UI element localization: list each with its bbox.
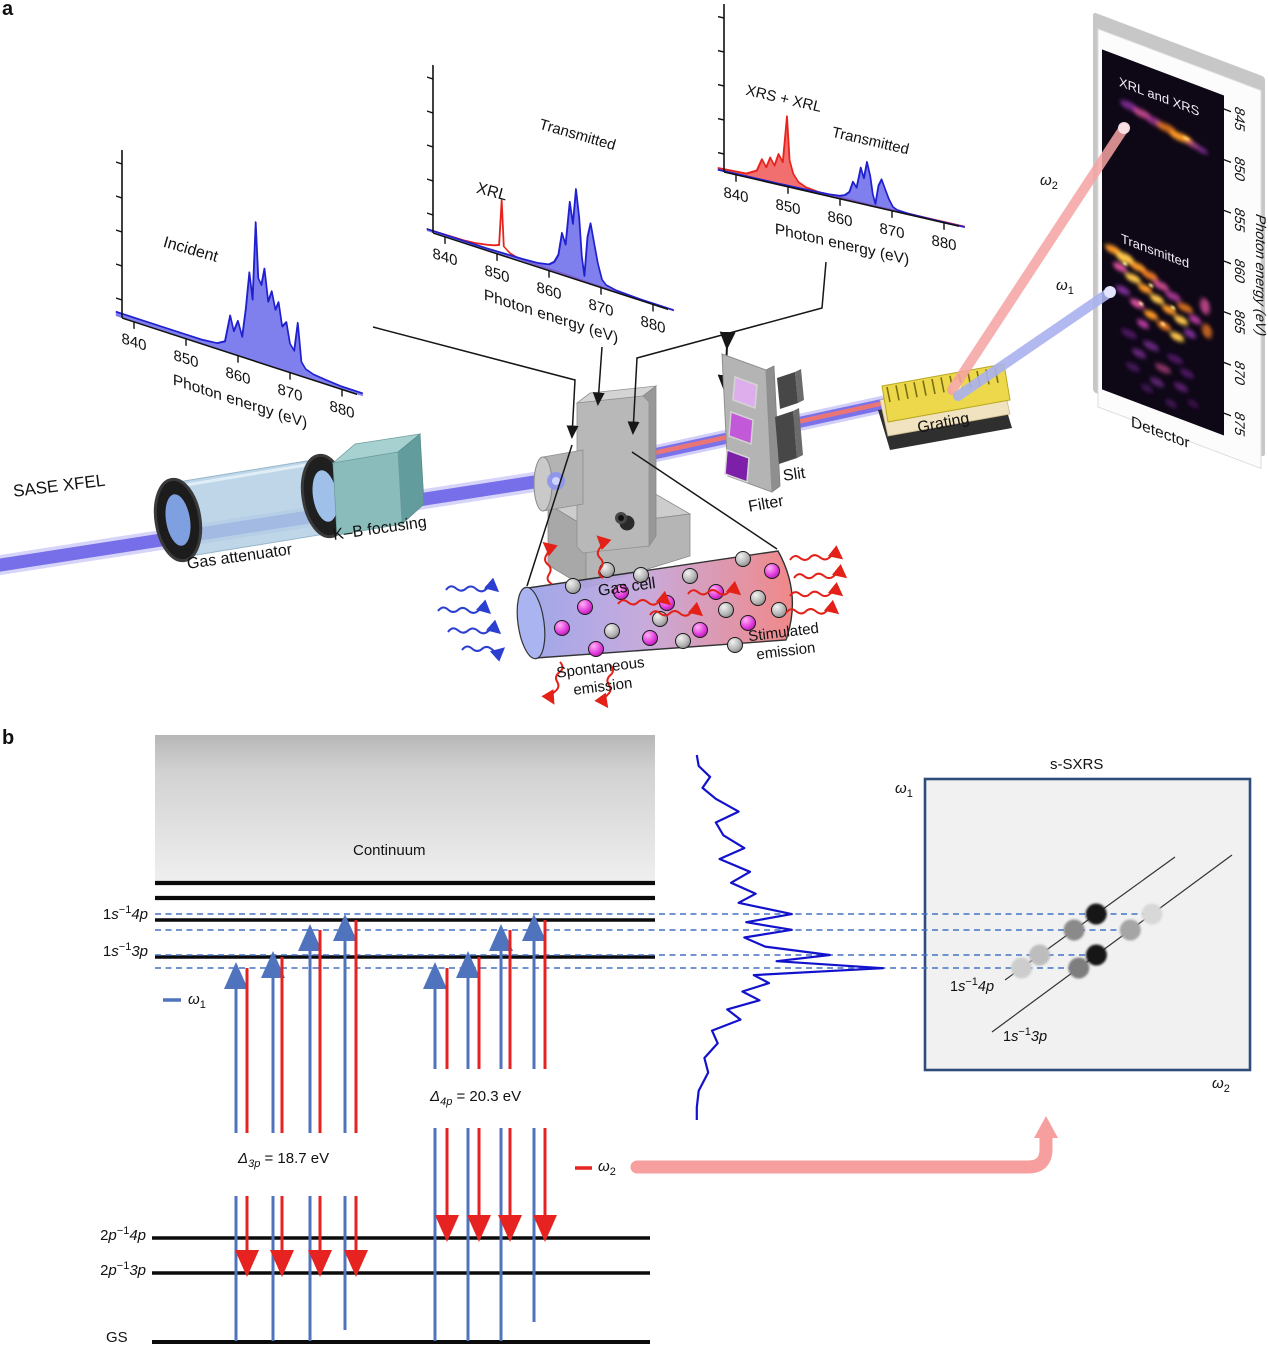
panel-a-label: a (2, 0, 14, 20)
raman-arrows-3p (224, 914, 368, 1341)
raman-arrows-4p (423, 914, 557, 1341)
energy-diagram (152, 735, 1252, 1344)
tick-870: 870 (277, 381, 302, 406)
detector-tick: 855 (1231, 205, 1246, 234)
tick-880: 880 (329, 398, 354, 423)
tick-850: 850 (775, 196, 800, 219)
inset-xrl-transmitted: 840 850 860 870 880 Photon energy (eV) (426, 64, 674, 347)
level-gs-label: GS (106, 1329, 128, 1346)
detector-tick: 850 (1231, 154, 1246, 183)
detector-energy-axis: 845 850 855 860 865 870 875 Photon energ… (1224, 104, 1268, 438)
pink-flow-arrow (630, 1116, 1058, 1174)
tick-870: 870 (879, 220, 904, 243)
tick-870: 870 (588, 296, 613, 321)
slit-blades (775, 369, 804, 464)
sxrs-peak-dots (1011, 903, 1163, 979)
detector-tick: 865 (1231, 307, 1246, 336)
connector-xrs-inset (627, 261, 827, 435)
callout-lines (372, 261, 827, 587)
omega1-beam-label: ω1 (1056, 277, 1074, 297)
delta-3p-label: Δ3p = 18.7 eV (238, 1150, 330, 1170)
tick-860: 860 (536, 279, 561, 304)
delta-4p-label: Δ4p = 20.3 eV (430, 1088, 522, 1108)
panel-b-label: b (2, 727, 15, 749)
legend-omega1-label: ω1 (188, 991, 206, 1011)
tick-840: 840 (432, 245, 457, 270)
tick-850: 850 (173, 347, 198, 372)
tick-860: 860 (827, 208, 852, 231)
filter-window-3 (724, 448, 750, 484)
gas-cell-device (533, 385, 692, 589)
connector-xrl-inset (592, 346, 605, 406)
filter-plate (717, 331, 781, 493)
tick-840: 840 (121, 330, 146, 355)
tick-850: 850 (484, 262, 509, 287)
slit-label: Slit (782, 464, 807, 485)
connector-incident-inset (372, 326, 579, 439)
gas-atoms (554, 551, 787, 657)
detector-tick: 870 (1231, 358, 1246, 387)
detector-heatmap (1105, 100, 1212, 409)
tick-880: 880 (931, 232, 956, 255)
omega2-beam (947, 123, 1129, 395)
dispersed-beams (947, 122, 1130, 401)
detector-panel: 845 850 855 860 865 870 875 Photon energ… (1093, 12, 1268, 470)
legend-omega2-label: ω2 (598, 1158, 616, 1178)
filter-window-1 (732, 375, 758, 410)
sxrs-line-4p-label: 1s−14p (950, 976, 995, 995)
filter-window-2 (728, 410, 754, 446)
sxrs-title: s-SXRS (1050, 756, 1104, 773)
kb-focusing-optic (331, 433, 425, 536)
tick-860: 860 (225, 364, 250, 389)
sase-spectrum-vertical (695, 754, 885, 1120)
sxrs-line-3p-label: 1s−13p (1003, 1026, 1048, 1045)
sxrs-box (923, 777, 1252, 1072)
continuum-band (155, 735, 655, 882)
continuum-label: Continuum (353, 842, 426, 859)
tick-840: 840 (723, 184, 748, 207)
sxrs-yaxis-label: ω1 (895, 780, 913, 800)
incoming-photon-waves (436, 582, 504, 655)
beamline (0, 261, 1012, 589)
detector-axis-label: Photon energy (eV) (1252, 211, 1267, 338)
inset-incident: 840 850 860 870 880 Photon energy (eV) (115, 149, 363, 432)
detector-tick: 875 (1231, 409, 1246, 438)
gas-attenuator (153, 453, 350, 563)
level-2p4p-label: 2p−14p (100, 1225, 146, 1244)
omega1-beam (953, 287, 1115, 401)
omega2-beam-label: ω2 (1040, 172, 1058, 192)
level-1s3p-label: 1s−13p (102, 941, 148, 960)
level-2p3p-label: 2p−13p (100, 1260, 146, 1279)
detector-tick: 860 (1231, 256, 1246, 285)
gas-cell-zoom (436, 536, 846, 707)
tick-880: 880 (640, 313, 665, 338)
detector-tick: 845 (1231, 104, 1246, 133)
sxrs-xaxis-label: ω2 (1212, 1075, 1230, 1095)
level-1s4p-label: 1s−14p (102, 904, 148, 923)
